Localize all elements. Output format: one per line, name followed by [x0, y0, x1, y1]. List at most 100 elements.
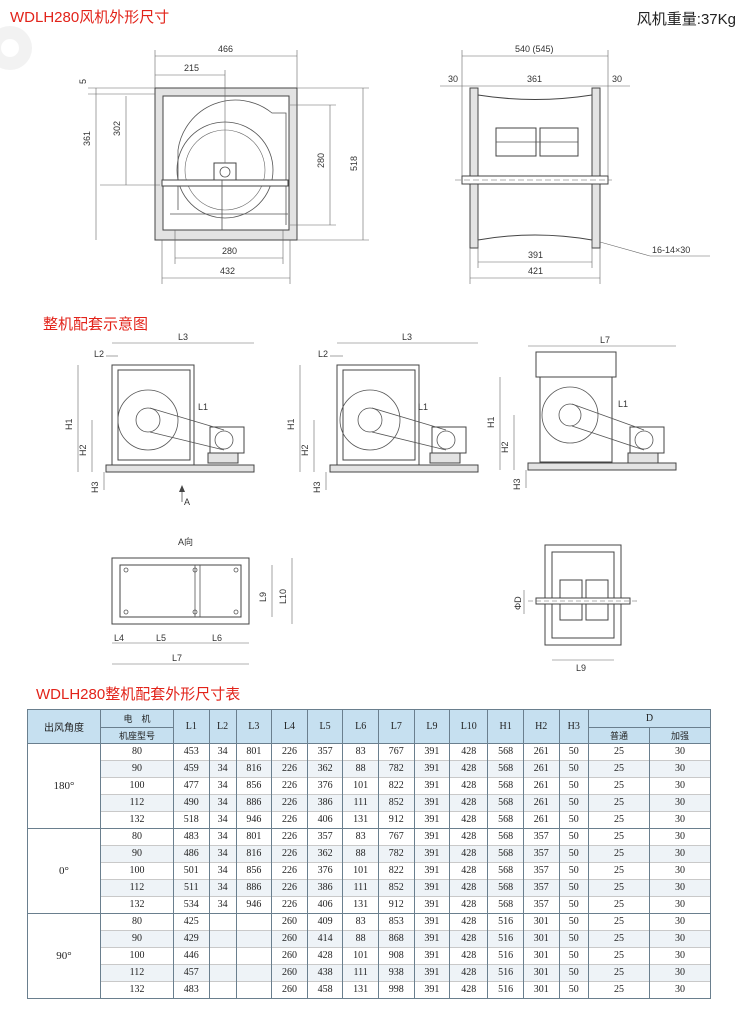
- table-cell: 938: [377, 964, 415, 982]
- table-cell: [235, 930, 273, 948]
- table-cell: 260: [271, 981, 308, 999]
- col-L7: L7: [377, 709, 415, 744]
- table-cell: 406: [306, 896, 344, 914]
- table-cell: 428: [449, 828, 489, 846]
- outline-title: WDLH280风机外形尺寸: [10, 9, 170, 26]
- table-cell: 391: [413, 743, 451, 761]
- table-cell: 428: [449, 879, 489, 897]
- table-cell: 30: [649, 964, 711, 982]
- table-cell: 25: [588, 947, 650, 965]
- table-cell: 518: [173, 811, 210, 829]
- dim-432: 432: [220, 266, 235, 276]
- table-cell: 50: [558, 930, 589, 948]
- table-cell: 90: [100, 760, 174, 778]
- table-cell: 30: [649, 930, 711, 948]
- table-cell: 80: [100, 913, 174, 931]
- table-cell: 111: [342, 794, 379, 812]
- table-cell: 822: [377, 862, 415, 880]
- label-phiD: ΦD: [513, 596, 523, 610]
- table-cell: 50: [558, 964, 589, 982]
- table-cell: 391: [413, 981, 451, 999]
- table-cell: 132: [100, 896, 174, 914]
- label-A-view: A向: [178, 536, 193, 547]
- table-cell: 406: [306, 811, 344, 829]
- table-cell: 362: [306, 760, 344, 778]
- table-cell: 301: [522, 981, 560, 999]
- table-title: WDLH280整机配套外形尺寸表: [36, 686, 241, 703]
- table-cell: 853: [377, 913, 415, 931]
- table-cell: 83: [342, 828, 379, 846]
- table-cell: 34: [208, 760, 237, 778]
- shaft-view-drawing: ΦD L9: [513, 544, 638, 673]
- table-cell: 409: [306, 913, 344, 931]
- table-cell: 391: [413, 913, 451, 931]
- table-cell: 301: [522, 930, 560, 948]
- table-cell: 50: [558, 862, 589, 880]
- table-cell: 226: [271, 845, 308, 863]
- table-cell: 131: [342, 811, 379, 829]
- label-H1-c: H1: [486, 416, 496, 428]
- table-cell: 100: [100, 862, 174, 880]
- col-L3: L3: [235, 709, 273, 744]
- table-cell: 852: [377, 794, 415, 812]
- table-cell: 25: [588, 964, 650, 982]
- table-cell: 50: [558, 879, 589, 897]
- table-cell: 50: [558, 896, 589, 914]
- table-cell: 459: [173, 760, 210, 778]
- label-L1-b: L1: [418, 402, 428, 412]
- table-cell: [235, 981, 273, 999]
- table-cell: 30: [649, 760, 711, 778]
- table-cell: 101: [342, 777, 379, 795]
- table-cell: 816: [235, 760, 273, 778]
- table-cell: 260: [271, 930, 308, 948]
- table-cell: 101: [342, 862, 379, 880]
- table-cell: 428: [449, 930, 489, 948]
- table-cell: 261: [522, 811, 560, 829]
- table-cell: 568: [487, 845, 524, 863]
- table-cell: 428: [449, 760, 489, 778]
- table-cell: 429: [173, 930, 210, 948]
- table-cell: 50: [558, 828, 589, 846]
- table-cell: 457: [173, 964, 210, 982]
- table-cell: 260: [271, 913, 308, 931]
- table-cell: 483: [173, 981, 210, 999]
- table-cell: 428: [449, 947, 489, 965]
- table-cell: 226: [271, 879, 308, 897]
- table-cell: 25: [588, 981, 650, 999]
- table-cell: 362: [306, 845, 344, 863]
- table-cell: 301: [522, 964, 560, 982]
- table-cell: 516: [487, 964, 524, 982]
- table-cell: 516: [487, 930, 524, 948]
- table-cell: 90: [100, 845, 174, 863]
- table-cell: 80: [100, 828, 174, 846]
- table-cell: 767: [377, 743, 415, 761]
- table-cell: 132: [100, 811, 174, 829]
- table-cell: 25: [588, 862, 650, 880]
- table-cell: 226: [271, 896, 308, 914]
- label-H3-c: H3: [512, 478, 522, 490]
- col-L2: L2: [208, 709, 237, 744]
- hole-spec: 16-14×30: [652, 245, 690, 255]
- table-cell: 438: [306, 964, 344, 982]
- table-cell: 34: [208, 743, 237, 761]
- table-cell: 261: [522, 794, 560, 812]
- spec-table: 出风角度 电 机 L1 L2 L3 L4 L5 L6 L7 L9 L10 H1 …: [27, 709, 711, 999]
- table-cell: 30: [649, 777, 711, 795]
- angle-cell: 0°: [27, 828, 101, 914]
- table-cell: 25: [588, 879, 650, 897]
- table-cell: 428: [449, 777, 489, 795]
- table-cell: 101: [342, 947, 379, 965]
- table-cell: 516: [487, 913, 524, 931]
- table-cell: 112: [100, 879, 174, 897]
- label-L1-a: L1: [198, 402, 208, 412]
- table-cell: 946: [235, 811, 273, 829]
- front-view-drawing: 466 215 5 361 302 280 518 280 432: [78, 44, 369, 284]
- table-cell: 226: [271, 862, 308, 880]
